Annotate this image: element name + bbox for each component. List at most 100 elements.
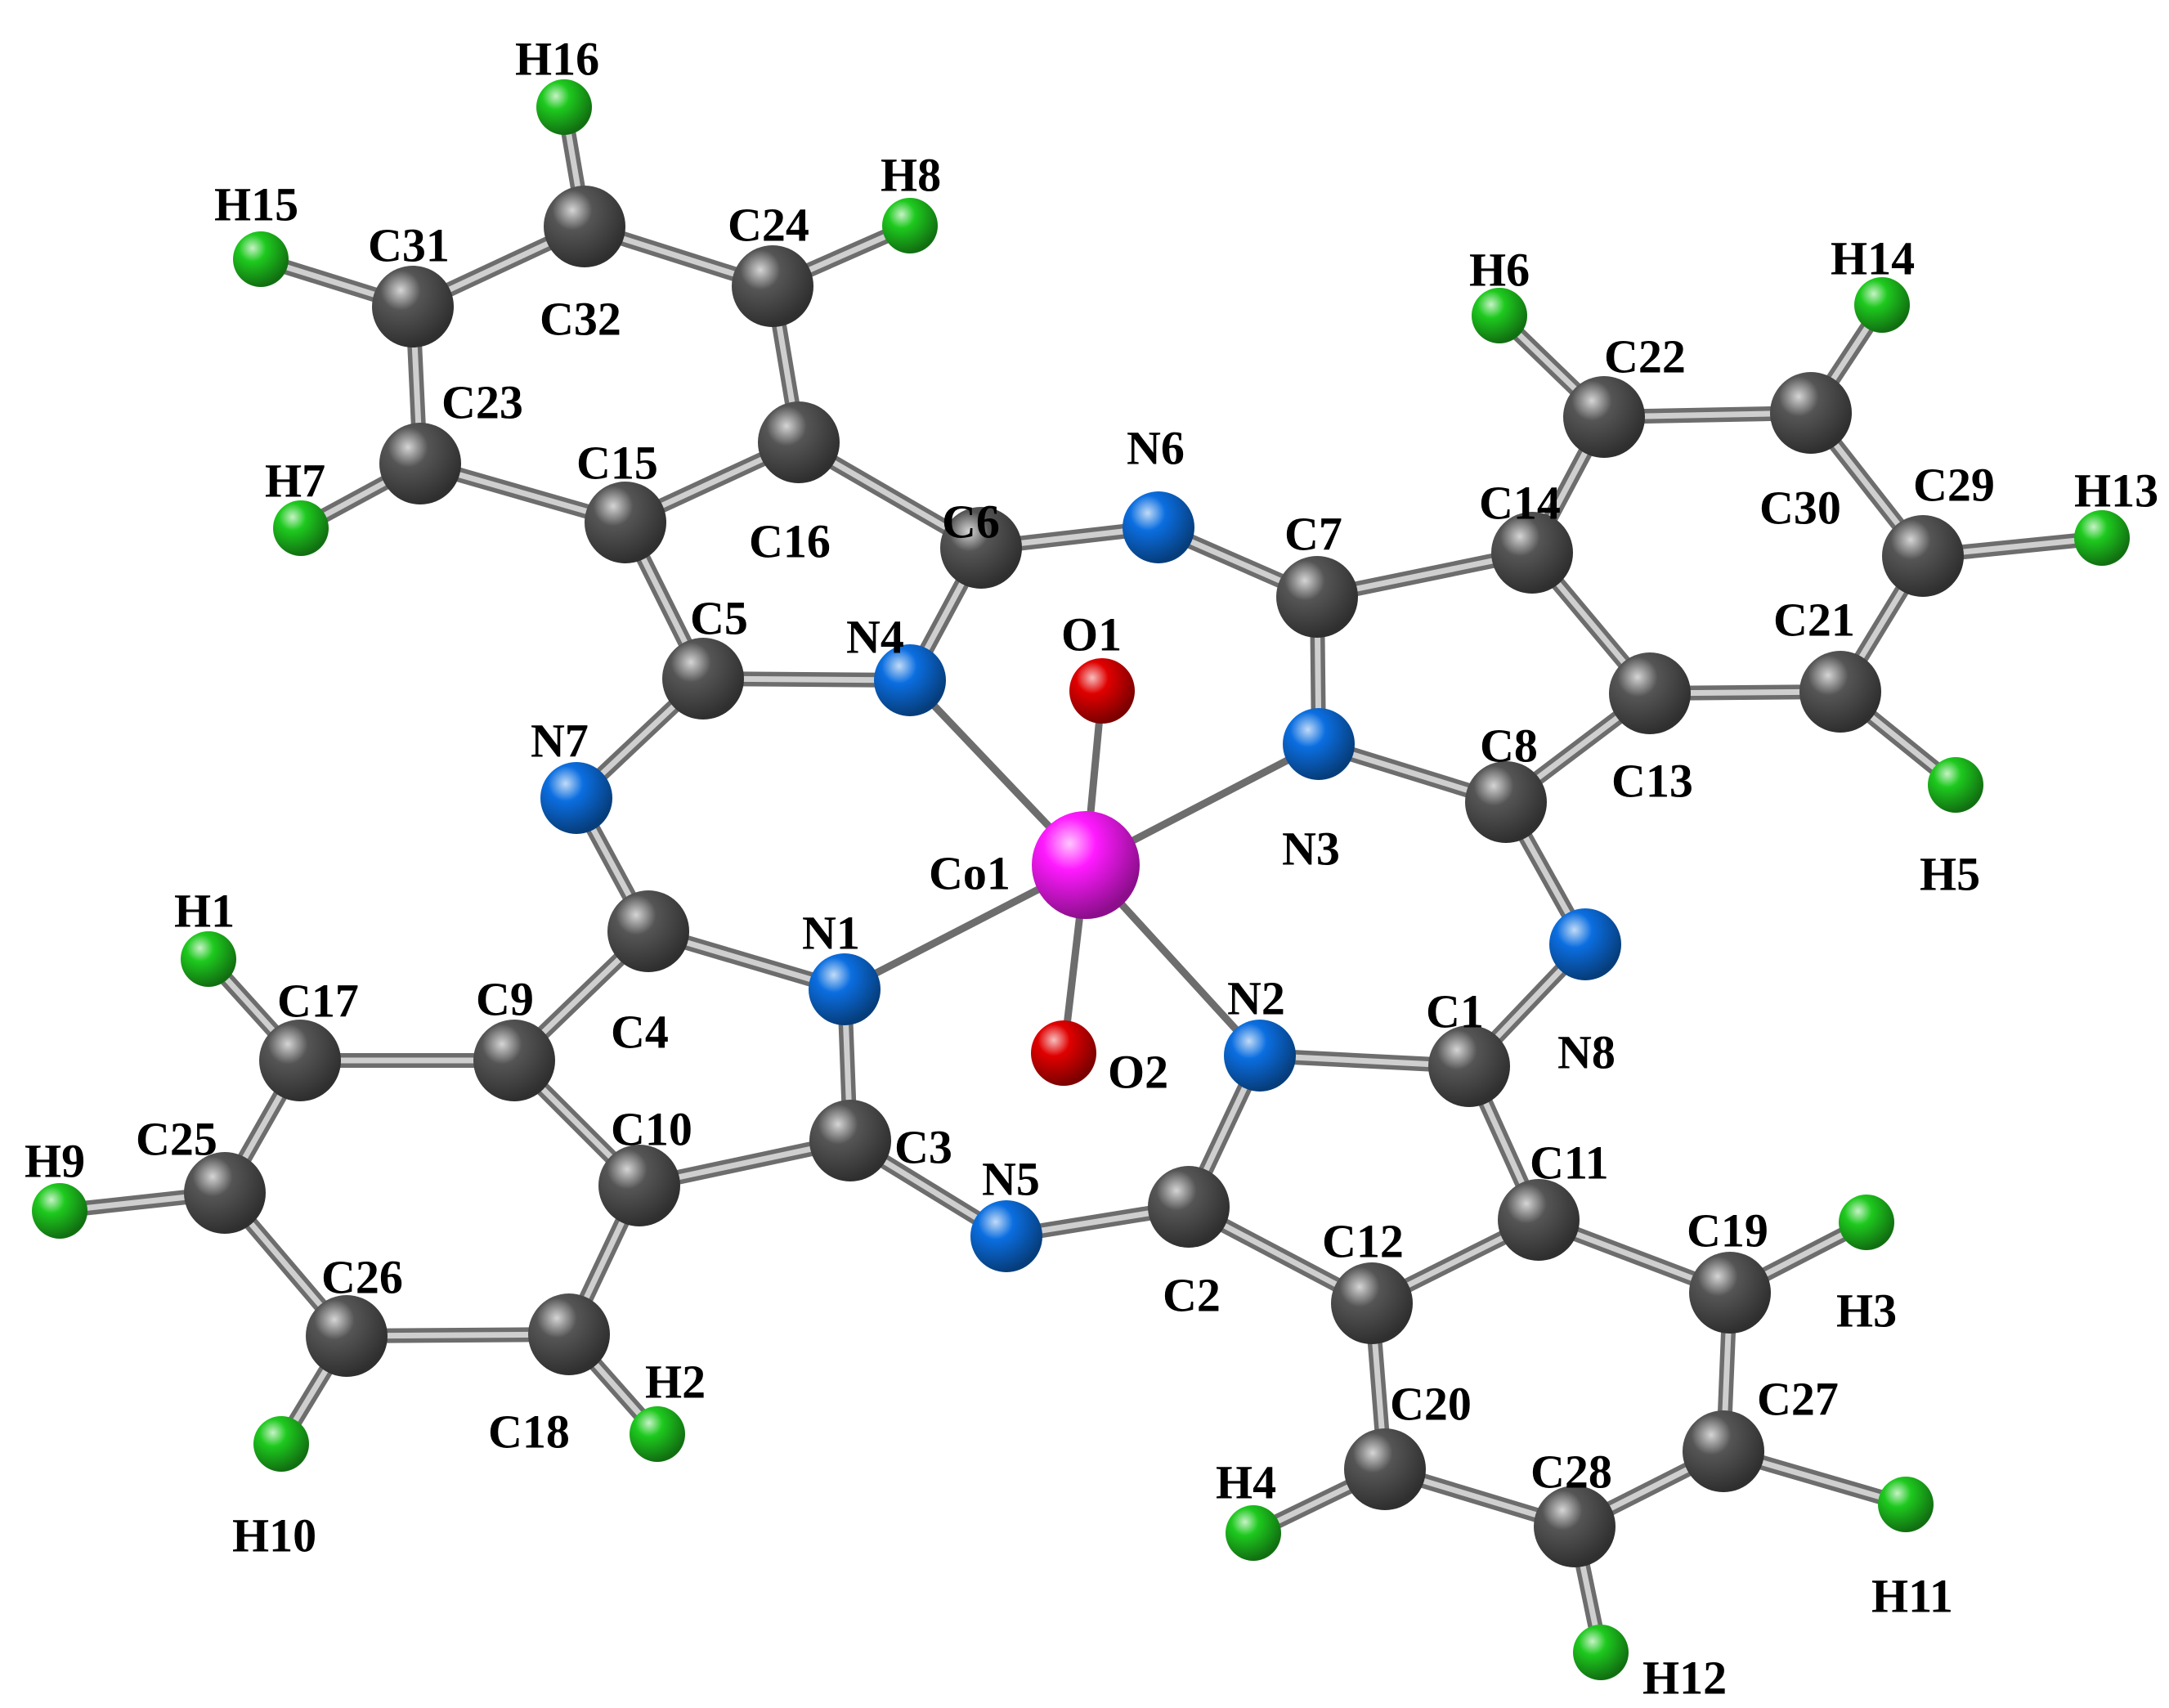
- atom-label-C26: C26: [321, 1251, 403, 1304]
- atom-C23: [379, 423, 461, 504]
- atom-label-N4: N4: [846, 611, 904, 664]
- atom-H4: [1226, 1505, 1281, 1561]
- atom-C18: [528, 1293, 610, 1375]
- atom-label-H5: H5: [1920, 848, 1980, 901]
- atom-label-O2: O2: [1108, 1046, 1168, 1099]
- atom-C13: [1609, 652, 1691, 734]
- atom-C12: [1331, 1262, 1413, 1344]
- atom-C19: [1689, 1252, 1771, 1334]
- atom-N7: [540, 762, 612, 834]
- atom-label-C2: C2: [1163, 1269, 1221, 1322]
- atom-label-H12: H12: [1642, 1652, 1727, 1705]
- atom-C17: [259, 1020, 341, 1101]
- atom-label-C31: C31: [368, 219, 450, 272]
- atom-C6: [940, 507, 1022, 589]
- atom-H2: [630, 1406, 685, 1462]
- atom-label-C8: C8: [1480, 720, 1538, 773]
- atom-H11: [1878, 1477, 1934, 1532]
- atom-H16: [536, 79, 592, 135]
- atom-C21: [1799, 651, 1881, 733]
- atom-label-C10: C10: [611, 1103, 692, 1156]
- atom-N1: [809, 953, 881, 1025]
- atom-label-C20: C20: [1390, 1378, 1472, 1431]
- atom-C11: [1498, 1179, 1580, 1261]
- atom-C31: [372, 266, 454, 347]
- atom-label-C29: C29: [1913, 459, 1995, 512]
- atom-O2: [1031, 1020, 1096, 1086]
- atom-C15: [585, 482, 666, 563]
- atom-O1: [1069, 658, 1135, 724]
- atom-C25: [184, 1152, 266, 1234]
- atom-C4: [607, 890, 689, 972]
- atom-label-C25: C25: [136, 1113, 217, 1166]
- atom-Co1: [1032, 811, 1140, 919]
- atom-C1: [1428, 1025, 1510, 1107]
- atom-label-C17: C17: [277, 975, 359, 1028]
- atom-label-H13: H13: [2074, 464, 2158, 518]
- atom-label-H8: H8: [881, 149, 941, 202]
- atom-label-C16: C16: [749, 515, 831, 568]
- atom-label-N3: N3: [1282, 823, 1340, 876]
- atom-label-C30: C30: [1759, 482, 1841, 535]
- atom-H5: [1928, 757, 1983, 813]
- atom-H6: [1472, 288, 1527, 343]
- atom-H12: [1573, 1625, 1629, 1680]
- atom-label-C22: C22: [1604, 330, 1686, 383]
- atom-label-C6: C6: [942, 495, 1000, 549]
- atom-label-C11: C11: [1530, 1136, 1609, 1190]
- atom-label-C9: C9: [476, 973, 534, 1026]
- atom-label-H11: H11: [1871, 1570, 1953, 1623]
- atom-label-N2: N2: [1227, 972, 1285, 1025]
- atom-C27: [1683, 1410, 1764, 1492]
- atom-C2: [1148, 1166, 1230, 1248]
- atom-H14: [1854, 277, 1910, 333]
- atom-H8: [882, 198, 938, 253]
- atom-label-C12: C12: [1322, 1215, 1404, 1268]
- atom-label-C5: C5: [690, 592, 748, 645]
- atom-H3: [1839, 1195, 1894, 1250]
- atom-C29: [1882, 515, 1964, 597]
- atom-C30: [1770, 372, 1852, 454]
- atom-C3: [809, 1100, 891, 1181]
- atom-label-C19: C19: [1687, 1204, 1768, 1257]
- atom-N2: [1224, 1020, 1296, 1092]
- atom-label-H1: H1: [174, 885, 235, 938]
- atom-N8: [1549, 908, 1621, 980]
- atom-label-H3: H3: [1836, 1284, 1897, 1338]
- atom-label-N8: N8: [1557, 1026, 1616, 1079]
- atom-C16: [758, 401, 840, 483]
- atom-label-Co1: Co1: [929, 847, 1011, 900]
- atom-label-N6: N6: [1127, 422, 1185, 475]
- atom-C10: [598, 1145, 680, 1226]
- atom-C14: [1491, 512, 1573, 594]
- atom-H7: [273, 500, 329, 556]
- atom-label-C21: C21: [1773, 594, 1855, 647]
- atom-label-O1: O1: [1061, 608, 1122, 661]
- atom-label-C18: C18: [488, 1405, 570, 1459]
- atom-label-H7: H7: [265, 455, 325, 508]
- atoms-layer: [32, 79, 2130, 1680]
- atom-label-N7: N7: [531, 715, 589, 768]
- atom-H15: [233, 231, 289, 287]
- atom-C24: [732, 245, 813, 327]
- atom-label-C32: C32: [540, 293, 621, 346]
- atom-label-C23: C23: [441, 376, 523, 429]
- atom-N3: [1283, 708, 1355, 780]
- atom-H9: [32, 1183, 87, 1239]
- atom-N5: [970, 1200, 1042, 1272]
- atom-label-C3: C3: [894, 1121, 952, 1174]
- atom-label-H9: H9: [25, 1135, 85, 1188]
- atom-H13: [2074, 510, 2130, 566]
- atom-label-H16: H16: [515, 33, 599, 86]
- atom-label-C24: C24: [728, 199, 809, 252]
- atom-N6: [1123, 491, 1194, 563]
- atom-label-H10: H10: [232, 1509, 316, 1562]
- atom-label-N5: N5: [982, 1153, 1040, 1206]
- atom-C5: [662, 638, 744, 720]
- atom-C8: [1465, 761, 1547, 843]
- atom-label-C4: C4: [611, 1006, 669, 1059]
- atom-label-H4: H4: [1216, 1456, 1276, 1509]
- atom-label-C27: C27: [1757, 1373, 1839, 1426]
